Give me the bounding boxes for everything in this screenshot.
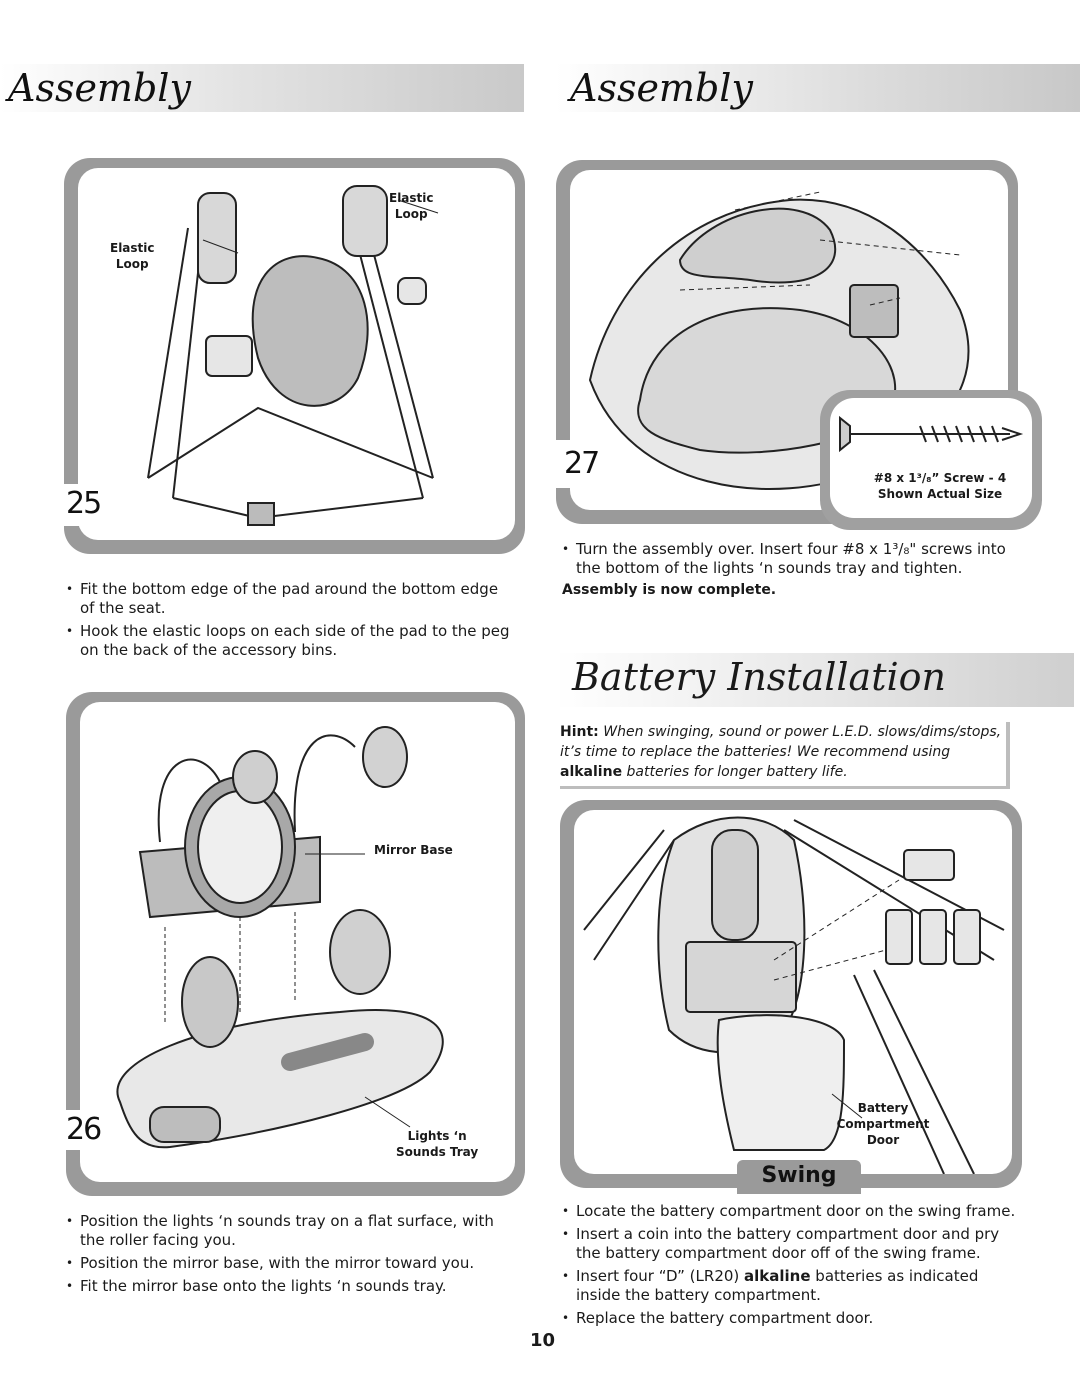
hint-divider-vertical: [1006, 722, 1010, 788]
step-27-number-box: 27: [554, 440, 612, 488]
page-number: 10: [530, 1330, 556, 1351]
battery-compartment-illustration: [583, 816, 1005, 1175]
mirror-base-label: Mirror Base: [374, 843, 453, 857]
battery-figure: [574, 810, 1012, 1175]
assembly-complete: Assembly is now complete.: [562, 582, 777, 598]
swing-tab: Swing: [737, 1160, 861, 1194]
battery-hint: Hint: When swinging, sound or power L.E.…: [560, 722, 1006, 782]
step-25-bullet: Fit the bottom edge of the pad around th…: [64, 580, 514, 618]
step-27-number: 27: [564, 446, 600, 481]
swing-seat-illustration: [147, 185, 439, 526]
step-26-number-box: 26: [58, 1110, 120, 1150]
battery-bullet: Replace the battery compartment door.: [560, 1309, 1026, 1328]
step-25-number: 25: [66, 486, 102, 521]
swing-tab-label: Swing: [761, 1163, 837, 1188]
hint-text-1: When swinging, sound or power L.E.D. slo…: [560, 724, 1002, 760]
hint-divider-horizontal: [560, 786, 1010, 789]
screw-icon: [839, 415, 1024, 453]
hint-text-2: batteries for longer battery life.: [626, 764, 848, 780]
header-right-title: Assembly: [570, 66, 753, 110]
battery-bullet: Insert a coin into the battery compartme…: [560, 1225, 1026, 1263]
lights-sounds-tray-illustration: [116, 726, 444, 1149]
step-25-figure: [78, 168, 515, 540]
step-25-number-box: 25: [58, 484, 118, 526]
step-26-bullet: Position the lights ‘n sounds tray on a …: [64, 1212, 520, 1250]
header-right: Assembly: [556, 64, 1080, 112]
step-26-number: 26: [66, 1112, 102, 1147]
step-25-bullet: Hook the elastic loops on each side of t…: [64, 622, 514, 660]
step-26-instructions: Position the lights ‘n sounds tray on a …: [64, 1212, 520, 1300]
step-26-bullet: Position the mirror base, with the mirro…: [64, 1254, 520, 1273]
step-27-bullet: Turn the assembly over. Insert four #8 x…: [560, 540, 1020, 578]
step-26-bullet: Fit the mirror base onto the lights ‘n s…: [64, 1277, 520, 1296]
battery-instructions: Locate the battery compartment door on t…: [560, 1202, 1026, 1332]
battery-section-header: Battery Installation: [556, 653, 1074, 707]
step-27-instructions: Turn the assembly over. Insert four #8 x…: [560, 540, 1020, 582]
hint-label: Hint:: [560, 724, 599, 740]
battery-bullet: Locate the battery compartment door on t…: [560, 1202, 1026, 1221]
hint-bold: alkaline: [560, 764, 623, 780]
step-26-figure: [80, 702, 515, 1182]
step-25-instructions: Fit the bottom edge of the pad around th…: [64, 580, 514, 664]
header-left-title: Assembly: [8, 66, 191, 110]
header-left: Assembly: [0, 64, 524, 112]
battery-bullet: Insert four “D” (LR20) alkaline batterie…: [560, 1267, 1026, 1305]
battery-section-title: Battery Installation: [572, 655, 946, 699]
